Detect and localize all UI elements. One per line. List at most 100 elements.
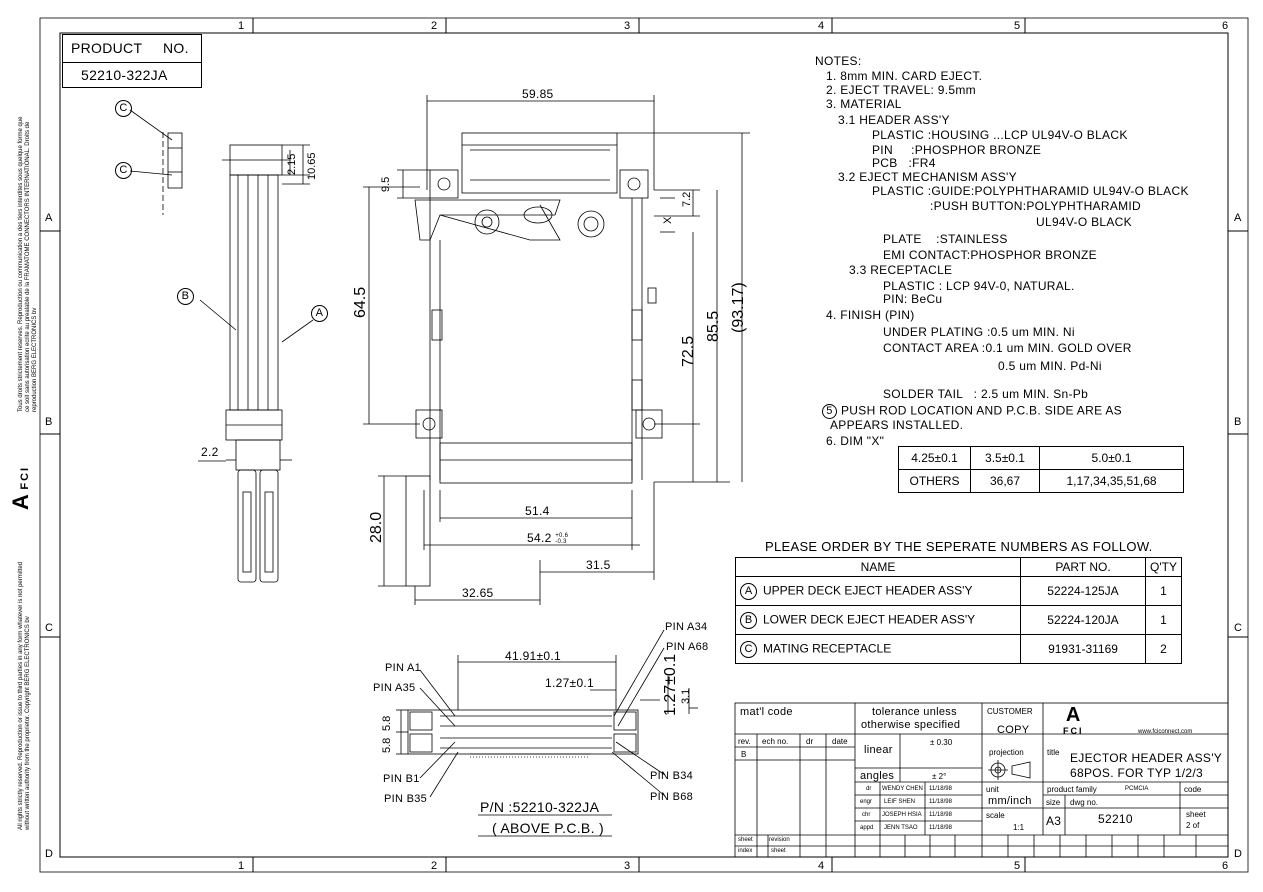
- tb-rev-b: B: [741, 750, 747, 759]
- dim-x-cell: OTHERS: [898, 469, 971, 493]
- dim-9-5: 9.5: [380, 176, 392, 192]
- tb-date-2: 11/18/98: [929, 799, 952, 805]
- notes-title: NOTES:: [815, 54, 862, 68]
- order-header-name: NAME: [735, 557, 1021, 577]
- fci-logo-mark: A: [8, 494, 33, 510]
- note-3-3-plastic: PLASTIC : LCP 94V-0, NATURAL.: [883, 279, 1075, 293]
- tb-engr-label: engr: [860, 799, 873, 805]
- col-label-3: 3: [624, 20, 631, 32]
- dim-85-5: 85.5: [705, 310, 722, 342]
- dim-5-8-top: 5.8: [381, 715, 393, 731]
- note-3-1-pcb: PCB :FR4: [872, 156, 936, 170]
- note-3-2: 3.2 EJECT MECHANISM ASS'Y: [838, 170, 1017, 184]
- note-6: 6. DIM "X": [826, 434, 885, 448]
- dim-59-85: 59.85: [522, 87, 554, 101]
- note-3-2-emi: EMI CONTACT:PHOSPHOR BRONZE: [883, 248, 1097, 262]
- tb-code-label: code: [1184, 785, 1202, 794]
- order-part-b: 52224-120JA: [1020, 605, 1146, 635]
- order-name-b-text: LOWER DECK EJECT HEADER ASS'Y: [763, 612, 976, 627]
- row-label-a: A: [45, 212, 53, 224]
- note-3-2-push-button: :PUSH BUTTON:POLYPHTHARAMID: [930, 199, 1142, 213]
- legal-text-french: Tous droits strictement reserves. Reprod…: [18, 116, 38, 412]
- dim-72-5: 72.5: [680, 335, 697, 367]
- order-header-qty: Q'TY: [1145, 557, 1182, 577]
- tb-angles: angles: [860, 770, 895, 782]
- titleblock-grid: [734, 702, 1229, 858]
- col-label-2: 2: [431, 20, 438, 32]
- tb-ech-no: ech no.: [762, 737, 789, 746]
- table-row: OTHERS 36,67 1,17,34,35,51,68: [898, 469, 1184, 493]
- row-label-d: D: [45, 848, 54, 860]
- dim-64-5: 64.5: [352, 286, 369, 318]
- row-label-c: C: [45, 622, 54, 634]
- order-name-c-text: MATING RECEPTACLE: [763, 641, 892, 656]
- pin-a68: PIN A68: [666, 641, 709, 653]
- tb-fci-logo: A FCI: [1063, 704, 1084, 738]
- product-label: PRODUCT NO.: [71, 40, 189, 56]
- tb-chr-name: JOSEPH HSIA: [882, 812, 922, 818]
- order-header-part: PART NO.: [1020, 557, 1146, 577]
- tb-unit: mm/inch: [988, 795, 1032, 807]
- tb-dr-label: dr: [866, 786, 872, 792]
- order-mark-a: A: [740, 582, 757, 600]
- tb-unit-label: unit: [986, 785, 999, 794]
- tb-index: index: [738, 848, 753, 854]
- row-label-b-right: B: [1234, 416, 1242, 428]
- note-4-contact-area: CONTACT AREA :0.1 um MIN. GOLD OVER: [883, 341, 1132, 355]
- tb-engr-name: LEIF SHEN: [884, 799, 916, 805]
- tb-product-family-label: product family: [1047, 785, 1097, 794]
- fci-logo-text: FCI: [19, 465, 31, 490]
- callout-c-top: C: [115, 100, 138, 117]
- view-receptacle: [129, 109, 183, 215]
- tb-customer: CUSTOMER: [987, 707, 1033, 716]
- col-label-6-bottom: 6: [1222, 860, 1229, 872]
- tb-dr: dr: [806, 737, 814, 746]
- note-3-2-guide: PLASTIC :GUIDE:POLYPHTHARAMID UL94V-O BL…: [872, 184, 1189, 198]
- col-label-6: 6: [1222, 20, 1229, 32]
- note-3-1: 3.1 HEADER ASS'Y: [838, 113, 950, 127]
- note-3-3: 3.3 RECEPTACLE: [849, 263, 953, 277]
- view-connector: [396, 629, 698, 837]
- note-3-1-plastic: PLASTIC :HOUSING ...LCP UL94V-O BLACK: [872, 128, 1128, 142]
- order-qty-a: 1: [1145, 576, 1182, 606]
- note-3-2-plate: PLATE :STAINLESS: [883, 232, 1008, 246]
- tb-fci-logo-text: FCI: [1063, 726, 1084, 736]
- dim-31-5: 31.5: [586, 558, 611, 572]
- dim-3-1: 3.1: [680, 688, 692, 704]
- pin-a35: PIN A35: [373, 682, 416, 694]
- dim-x-cell: 4.25±0.1: [898, 446, 971, 470]
- dim-41-91: 41.91±0.1: [505, 649, 561, 663]
- dim-2-15: 2.15: [286, 153, 298, 175]
- tb-sheet-label: sheet: [1186, 810, 1206, 819]
- tb-web: www.fciconnect.com: [1138, 729, 1193, 735]
- above-pcb-caption: ( ABOVE P.C.B. ): [492, 820, 604, 836]
- tb-fci-logo-mark: A: [1065, 704, 1081, 726]
- note-1: 1. 8mm MIN. CARD EJECT.: [826, 69, 983, 83]
- note-4-contact-area-2: 0.5 um MIN. Pd-Ni: [998, 359, 1102, 373]
- fci-logo-side: A FCI: [8, 466, 34, 510]
- tb-scale: 1:1: [1013, 823, 1025, 832]
- order-qty-b: 1: [1145, 605, 1182, 635]
- tb-date-3: 11/18/98: [929, 812, 952, 818]
- note-4-solder-tail: SOLDER TAIL : 2.5 um MIN. Sn-Pb: [883, 387, 1089, 401]
- tb-tolerance-2: otherwise specified: [861, 719, 961, 731]
- note-5-text-2: APPEARS INSTALLED.: [830, 418, 964, 432]
- dim-x-cell: 3.5±0.1: [970, 446, 1040, 470]
- dim-54-2-tol-minus: -0.3: [555, 538, 567, 545]
- row-label-a-right: A: [1234, 212, 1242, 224]
- col-label-5-bottom: 5: [1014, 860, 1021, 872]
- tb-size: A3: [1046, 814, 1062, 828]
- pin-a34: PIN A34: [665, 621, 708, 633]
- pin-a1: PIN A1: [385, 662, 422, 674]
- table-row: NAME PART NO. Q'TY: [735, 557, 1182, 577]
- dim-x-cell: 1,17,34,35,51,68: [1039, 469, 1184, 493]
- view-side: [199, 144, 314, 583]
